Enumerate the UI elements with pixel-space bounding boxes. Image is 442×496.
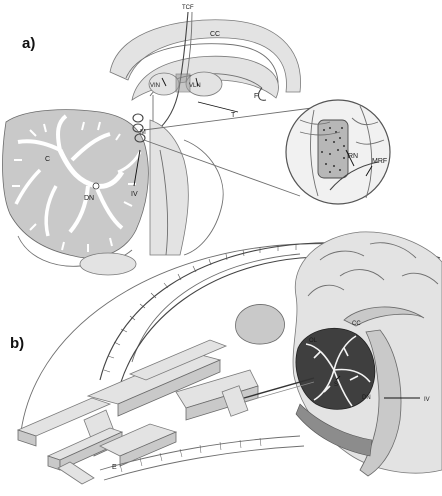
panel-a-label: a) — [22, 35, 35, 52]
panel-a-dentate-nucleus — [92, 182, 100, 190]
panel-a: a) TCF CC VIN VLN F T M C DN IV RN MRF — [2, 5, 391, 276]
panel-a-leader-iv — [133, 149, 141, 187]
panel-a-inset-dots — [321, 127, 345, 173]
panel-b-leader-s — [335, 375, 341, 381]
panel-b-cerebellum-folia — [305, 335, 371, 407]
panel-b-shadow — [295, 403, 373, 457]
panel-a-corpus-callosum — [109, 19, 301, 93]
panel-a-label-vln: VLN — [189, 83, 201, 89]
panel-a-leader-vln — [195, 77, 199, 87]
panel-a-label-rn: RN — [348, 153, 358, 160]
panel-b-label-ol: OL — [309, 338, 318, 344]
panel-b-ear-block — [235, 304, 285, 345]
panel-a-leader-t — [197, 101, 239, 113]
panel-a-tract-shading — [175, 73, 191, 93]
panel-a-zoom-line-top — [143, 107, 313, 131]
panel-b-label-s: S — [334, 382, 338, 388]
panel-a-pons-outline — [183, 139, 224, 256]
panel-b-label-iv: IV — [424, 397, 430, 403]
panel-b-label-dn: DN — [362, 395, 371, 401]
panel-a-brainstem — [149, 119, 189, 256]
panel-b-inner-arc — [131, 253, 301, 363]
panel-a-label-f: F — [254, 93, 258, 100]
panel-a-callosum-inner-line — [125, 43, 279, 91]
panel-a-flocculus — [79, 252, 137, 276]
panel-b-label-e: E — [112, 464, 117, 471]
panel-b-label-cc: CC — [352, 321, 361, 327]
panel-a-zoom-line-bottom — [143, 139, 301, 197]
panel-b-brainstem — [359, 329, 402, 477]
panel-a-red-nucleus — [317, 119, 349, 179]
panel-b-corpus-callosum — [343, 306, 425, 327]
panel-a-inset — [285, 99, 391, 205]
panel-a-fornix-hook — [257, 87, 267, 101]
panel-a-label-mrf: MRF — [372, 158, 387, 165]
panel-a-label-m: M — [140, 129, 146, 136]
panel-b-stereotaxic-frame — [16, 339, 315, 485]
panel-a-label-dn: DN — [84, 195, 94, 202]
panel-a-label-tcf: TCF — [182, 5, 194, 11]
panel-a-brainstem-line — [159, 149, 169, 256]
panel-b-arc-ticks — [103, 244, 297, 373]
panel-a-label-cc: CC — [210, 31, 220, 38]
panel-a-label-vin: VIN — [150, 83, 160, 89]
panel-a-m-loops — [132, 113, 146, 143]
panel-a-leader-rn — [345, 149, 355, 167]
panel-a-leader-vin — [161, 77, 167, 87]
panel-a-label-c: C — [45, 156, 50, 163]
panel-b: b) CC OL S DN IV E — [10, 231, 442, 485]
panel-a-label-t: T — [231, 112, 236, 119]
panel-a-cerebellum — [2, 109, 149, 259]
panel-a-leader-mrf — [365, 165, 373, 177]
panel-a-folia — [12, 114, 142, 252]
panel-b-label: b) — [10, 335, 24, 352]
panel-a-label-iv: IV — [131, 191, 138, 198]
panel-b-gyri — [307, 242, 439, 297]
